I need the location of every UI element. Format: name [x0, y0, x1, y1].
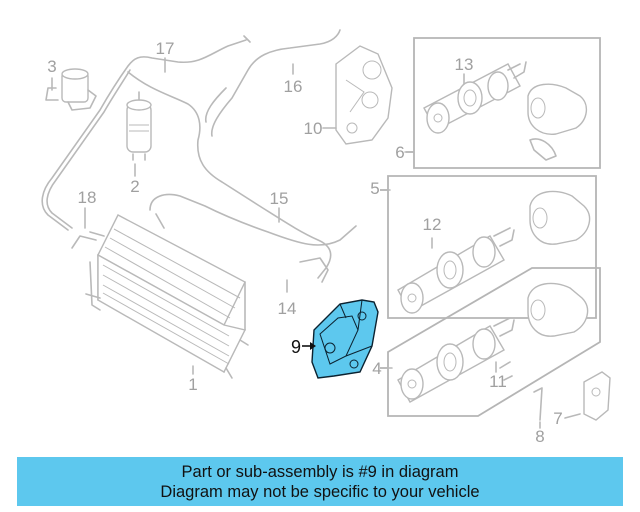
- callout-17: 17: [156, 39, 175, 58]
- compressor-box-part-6: [406, 37, 601, 169]
- bolt-part-8: [533, 387, 543, 421]
- callout-15: 15: [270, 189, 289, 208]
- compressor-box-part-4: [380, 267, 601, 417]
- callout-18: 18: [78, 188, 97, 207]
- callout-2: 2: [130, 177, 139, 196]
- callout-5: 5: [370, 179, 379, 198]
- banner-line-1: Part or sub-assembly is #9 in diagram: [181, 462, 459, 481]
- banner-line-2: Diagram may not be specific to your vehi…: [160, 482, 480, 501]
- info-banner: Part or sub-assembly is #9 in diagram Di…: [17, 457, 623, 506]
- callout-4: 4: [372, 359, 381, 378]
- callout-6: 6: [395, 143, 404, 162]
- bracket-part-7: [583, 371, 611, 421]
- condenser-part-1: [85, 214, 249, 379]
- parts-diagram: 1 2 3 4 5 6 7 8 9 10 11 12 13 14 15 16 1…: [41, 29, 611, 446]
- receiver-drier-part-2: [126, 91, 152, 161]
- callout-13: 13: [455, 55, 474, 74]
- callout-16: 16: [284, 77, 303, 96]
- callout-8: 8: [535, 427, 544, 446]
- callout-12: 12: [423, 215, 442, 234]
- bracket-part-9-highlighted[interactable]: [311, 299, 379, 379]
- callout-3: 3: [47, 57, 56, 76]
- callout-10: 10: [304, 119, 323, 138]
- callout-14: 14: [278, 299, 297, 318]
- callout-1: 1: [188, 375, 197, 394]
- callout-9: 9: [291, 337, 301, 357]
- compressor-box-part-5: [380, 175, 597, 319]
- switch-part-3: [45, 68, 97, 111]
- leader-lines: [51, 57, 581, 429]
- ac-lines: [41, 29, 357, 283]
- callout-labels: 1 2 3 4 5 6 7 8 9 10 11 12 13 14 15 16 1…: [47, 39, 562, 446]
- bracket-part-10: [335, 45, 393, 145]
- callout-7: 7: [553, 409, 562, 428]
- callout-11: 11: [489, 372, 507, 391]
